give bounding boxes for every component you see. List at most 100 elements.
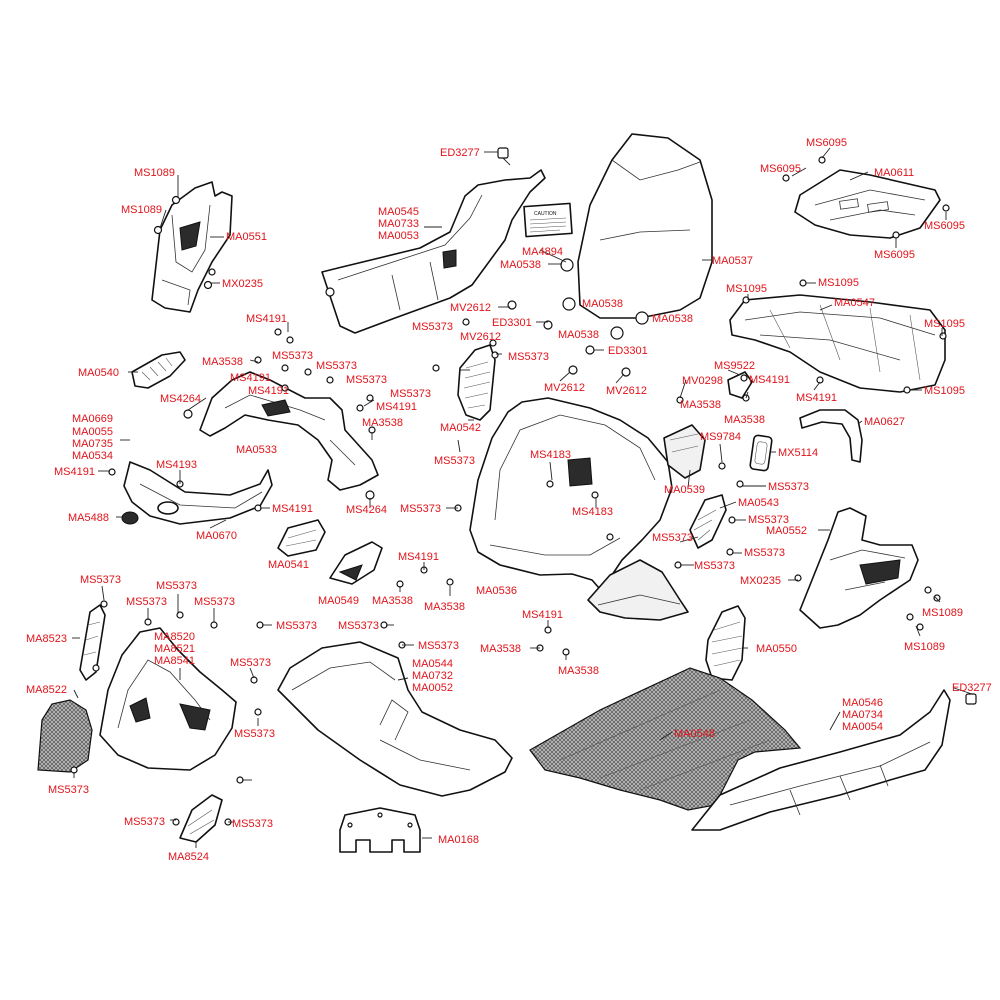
label-ma0611: MA0611	[874, 167, 914, 179]
label-ms5373-c: MS5373	[346, 374, 387, 386]
label-mx0235-right: MX0235	[740, 575, 781, 587]
label-ms5373-e: MS5373	[412, 321, 453, 333]
label-ma3538-g: MA3538	[480, 643, 521, 655]
screw-ed3277-top	[497, 147, 511, 166]
label-ms5373-f: MS5373	[508, 351, 549, 363]
label-ma0541: MA0541	[268, 559, 309, 571]
label-ms1089-c: MS1089	[922, 607, 963, 619]
part-ma0611	[794, 169, 941, 239]
label-ms5373-u: MS5373	[230, 657, 271, 669]
label-ma0546: MA0546	[842, 697, 883, 709]
label-ms5373-q: MS5373	[80, 574, 121, 586]
label-ms1089-d: MS1089	[904, 641, 945, 653]
part-ma0627	[799, 409, 863, 463]
part-ma0534	[123, 461, 273, 525]
label-ma0540: MA0540	[78, 367, 119, 379]
part-ma0540	[131, 351, 186, 389]
label-ma4894: MA4894	[522, 246, 563, 258]
label-ms1095-d: MS1095	[924, 385, 965, 397]
label-ms4193: MS4193	[156, 459, 197, 471]
label-ms4191-f: MS4191	[272, 503, 313, 515]
label-ms5373-d: MS5373	[390, 388, 431, 400]
part-ma0549	[329, 541, 383, 585]
label-ma0735: MA0735	[72, 438, 113, 450]
label-ms6095-a: MS6095	[806, 137, 847, 149]
label-ms5373-n: MS5373	[276, 620, 317, 632]
label-ms4183-a: MS4183	[530, 449, 571, 461]
part-ma0537	[577, 133, 713, 319]
caution-sticker: CAUTION	[523, 202, 573, 238]
hardware-screws	[70, 156, 950, 826]
label-ma0534: MA0534	[72, 450, 113, 462]
label-ms5373-o: MS5373	[338, 620, 379, 632]
label-ms1095-a: MS1095	[818, 277, 859, 289]
label-ms5373-h: MS5373	[400, 503, 441, 515]
label-ma0669: MA0669	[72, 413, 113, 425]
part-ma0551	[151, 181, 233, 313]
label-ma0549: MA0549	[318, 595, 359, 607]
label-ms4191-d: MS4191	[376, 401, 417, 413]
label-ms4264-b: MS4264	[346, 504, 387, 516]
label-ms6095-b: MS6095	[760, 163, 801, 175]
part-mx5114	[749, 434, 773, 472]
label-ms5373-a: MS5373	[272, 350, 313, 362]
label-ma0670: MA0670	[196, 530, 237, 542]
label-ma0550: MA0550	[756, 643, 797, 655]
label-ms5373-i: MS5373	[768, 481, 809, 493]
label-ms9784: MS9784	[700, 431, 741, 443]
label-ma0544: MA0544	[412, 658, 453, 670]
part-ma0550	[705, 605, 746, 681]
label-ma0539: MA0539	[664, 484, 705, 496]
label-ma8522: MA8522	[26, 684, 67, 696]
label-ma0538-b: MA0538	[582, 298, 623, 310]
label-mv2612-d: MV2612	[606, 385, 647, 397]
part-ma0533	[199, 371, 379, 491]
label-ms4191-b: MS4191	[230, 372, 271, 384]
label-ma0733: MA0733	[378, 218, 419, 230]
part-ma0541	[277, 519, 326, 557]
label-ms4191-e: MS4191	[54, 466, 95, 478]
part-ma5488	[121, 511, 139, 525]
label-ms5373-r: MS5373	[156, 580, 197, 592]
label-ms5373-y: MS5373	[232, 818, 273, 830]
label-ma0538-a: MA0538	[500, 259, 541, 271]
label-ms4191-h: MS4191	[796, 392, 837, 404]
label-mx5114: MX5114	[778, 447, 818, 459]
label-ma3538-e: MA3538	[372, 595, 413, 607]
label-ma0548: MA0548	[674, 728, 715, 740]
label-ma8520: MA8520	[154, 631, 195, 643]
part-ma0546	[691, 689, 951, 831]
label-ms4191-c: MS4191	[248, 385, 289, 397]
label-ms9522: MS9522	[714, 360, 755, 372]
grommets-ma0538	[560, 258, 649, 340]
label-ms5373-j: MS5373	[748, 514, 789, 526]
part-ma0545	[321, 169, 546, 334]
label-ma0732: MA0732	[412, 670, 453, 682]
part-ma8524	[179, 794, 223, 843]
label-ma8521: MA8521	[154, 643, 195, 655]
label-ma0543: MA0543	[738, 497, 779, 509]
label-ma0533: MA0533	[236, 444, 277, 456]
label-ma0542: MA0542	[440, 422, 481, 434]
label-ma0545: MA0545	[378, 206, 419, 218]
part-ma0539	[663, 424, 706, 479]
part-ma0552	[799, 507, 919, 629]
label-ma3538-f: MA3538	[424, 601, 465, 613]
label-ms1089-b: MS1089	[121, 204, 162, 216]
part-ma0547	[729, 294, 946, 393]
label-ms5373-s: MS5373	[126, 596, 167, 608]
label-ma0538-c: MA0538	[652, 313, 693, 325]
label-ms6095-d: MS6095	[874, 249, 915, 261]
label-ms4191-j: MS4191	[522, 609, 563, 621]
label-ms5373-b: MS5373	[316, 360, 357, 372]
label-ma0547: MA0547	[834, 297, 875, 309]
caution-sticker-text: CAUTION	[534, 211, 557, 217]
label-mv2612-a: MV2612	[450, 302, 491, 314]
label-ed3301-b: ED3301	[608, 345, 648, 357]
label-ma0055: MA0055	[72, 426, 113, 438]
label-ms1095-c: MS1095	[924, 318, 965, 330]
label-ma0052: MA0052	[412, 682, 453, 694]
leader-lines	[72, 147, 973, 848]
label-ma3538-a: MA3538	[202, 356, 243, 368]
